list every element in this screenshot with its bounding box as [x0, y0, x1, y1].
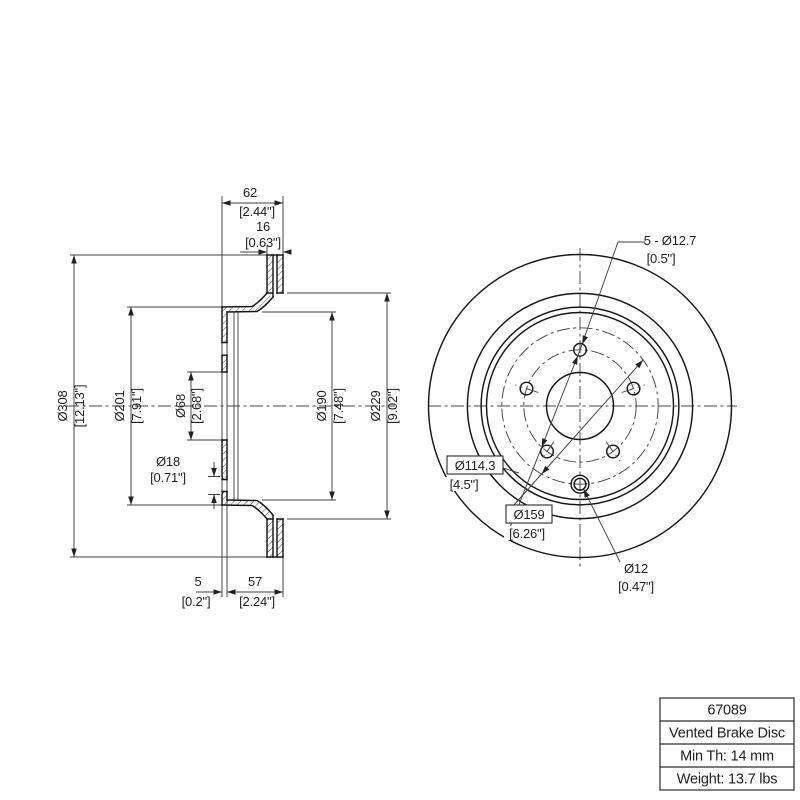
callout-screw-hole-in: [0.47"]: [618, 579, 654, 594]
dim-friction-inner-diameter-in: [9.02"]: [385, 388, 400, 424]
callout-bolt-circle-in: [4.5"]: [450, 477, 479, 492]
front-view: 5 - Ø12.7 [0.5"] Ø114.3 [4.5"] Ø159 [6.2…: [427, 233, 737, 594]
screw-hole-chamfer-circle: [570, 474, 590, 494]
dim-hat-inner-diameter-in: [7.48"]: [331, 388, 346, 424]
label-backing: [504, 526, 550, 540]
title-block: 67089 Vented Brake Disc Min Th: 14 mm We…: [659, 697, 795, 791]
screw-circle-label-box: [505, 504, 553, 524]
callout-lug-holes-mm: 5 - Ø12.7: [644, 233, 696, 248]
section-dimension-labels: 62 [2.44"] 16 [0.63"] Ø308 [12.13"] Ø201…: [55, 185, 400, 609]
lug-hole: [605, 444, 621, 459]
hat-inner-circle: [485, 311, 675, 501]
dim-outer-diameter-mm: Ø308: [55, 390, 70, 421]
label-backing: [443, 477, 485, 491]
product-name: Vented Brake Disc: [669, 726, 785, 742]
outer-diameter-circle: [427, 253, 733, 559]
dim-center-bore-in: [2.68"]: [189, 388, 204, 424]
friction-inner-circle: [466, 292, 694, 520]
front-leader-lines: [502, 241, 646, 563]
lug-hole-center-ticks: [515, 384, 645, 462]
front-callout-labels: 5 - Ø12.7 [0.5"] Ø114.3 [4.5"] Ø159 [6.2…: [443, 233, 696, 594]
dim-disc-thickness-in: [0.63"]: [245, 235, 281, 250]
set-screw-hole: [570, 474, 590, 494]
lug-holes: [519, 342, 641, 459]
dim-hat-outer-diameter-mm: Ø201: [112, 390, 127, 421]
dim-hat-offset-in: [0.2"]: [182, 594, 211, 609]
bolt-circle-label-box: [446, 455, 504, 475]
dim-screw-hole-chamfer-mm: Ø18: [156, 454, 180, 469]
dim-overall-width-in: [2.44"]: [239, 204, 275, 219]
section-view: 62 [2.44"] 16 [0.63"] Ø308 [12.13"] Ø201…: [55, 185, 400, 609]
lug-hole: [539, 444, 555, 459]
dim-screw-hole-chamfer-in: [0.71"]: [150, 470, 186, 485]
hat-outer-circle: [480, 306, 680, 506]
dim-disc-thickness-mm: 16: [256, 219, 270, 234]
min-thickness: Min Th: 14 mm: [680, 749, 774, 765]
front-circles: [427, 253, 733, 559]
dim-overall-width-mm: 62: [243, 185, 257, 200]
screw-hole-circle: [501, 327, 659, 485]
dim-outer-diameter-in: [12.13"]: [72, 385, 87, 428]
dim-hat-depth-mm: 57: [248, 574, 262, 589]
weight: Weight: 13.7 lbs: [677, 772, 778, 788]
part-number: 67089: [707, 703, 746, 719]
screw-hole-circle-inner: [573, 477, 587, 491]
callout-screw-hole-mm: Ø12: [624, 561, 648, 576]
dim-hat-inner-diameter-mm: Ø190: [314, 390, 329, 421]
section-dimension-lines: [71, 200, 390, 595]
callout-screw-circle-in: [6.26"]: [509, 526, 545, 541]
lug-hole: [519, 381, 534, 396]
callout-screw-circle-mm: Ø159: [513, 507, 544, 522]
dim-hat-offset-mm: 5: [194, 574, 201, 589]
center-bore-circle: [545, 371, 615, 441]
dim-hat-depth-in: [2.24"]: [239, 594, 275, 609]
dim-center-bore-mm: Ø68: [173, 394, 188, 418]
lug-hole: [572, 342, 588, 357]
dim-friction-inner-diameter-mm: Ø229: [368, 390, 383, 421]
callout-bolt-circle-mm: Ø114.3: [455, 458, 495, 473]
dim-hat-outer-diameter-in: [7.91"]: [129, 388, 144, 424]
lug-hole: [626, 381, 641, 396]
callout-lug-holes-in: [0.5"]: [647, 251, 676, 266]
section-part-outline: [221, 254, 284, 558]
